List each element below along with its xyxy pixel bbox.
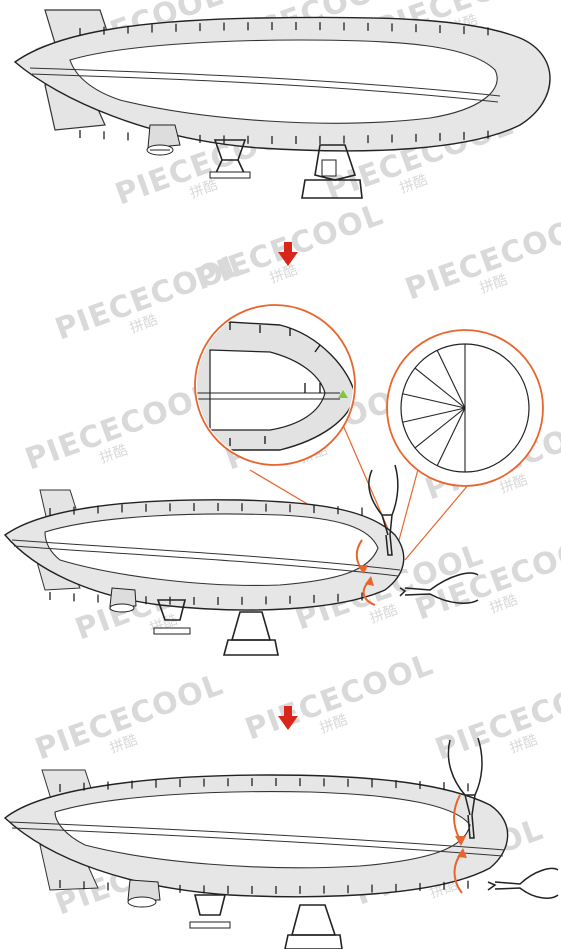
step2-airship xyxy=(3,489,405,656)
step1-airship xyxy=(13,9,551,199)
down-arrow-1 xyxy=(278,242,298,266)
highlight-marker-icon xyxy=(338,390,348,398)
gondola-rear xyxy=(146,124,181,156)
pliers-top-icon xyxy=(368,464,399,556)
pliers-bottom-icon xyxy=(487,867,559,899)
watermark-logo: PIECECOOL xyxy=(21,377,218,477)
down-arrow-2 xyxy=(278,706,298,730)
step3-airship xyxy=(3,769,509,949)
pliers-bottom-icon xyxy=(399,572,479,604)
zoom-callout-nose xyxy=(194,304,396,551)
zoom-callout-ribs xyxy=(386,329,544,561)
watermark-logo: PIECECOOL xyxy=(431,667,561,767)
pliers-top-icon xyxy=(447,737,483,839)
watermark-logo: PIECECOOL xyxy=(241,647,438,747)
watermark-logo: PIECECOOL xyxy=(31,667,228,767)
gondola-front xyxy=(301,144,363,199)
gondola-mid xyxy=(209,139,251,179)
